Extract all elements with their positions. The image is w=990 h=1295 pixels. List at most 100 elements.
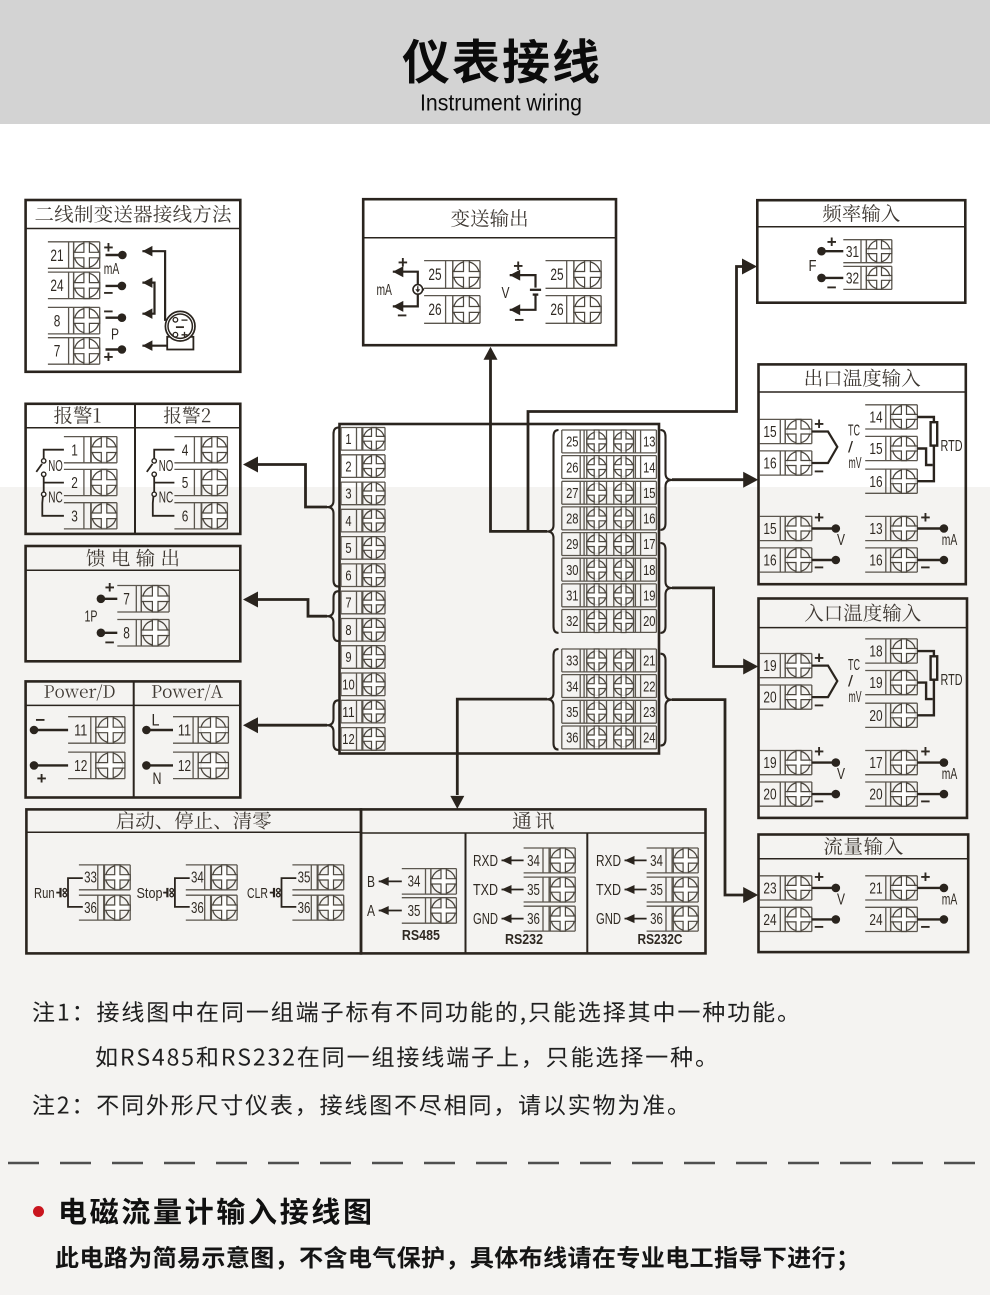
screw-cross xyxy=(784,515,813,542)
wire xyxy=(811,430,839,465)
polarity-minus: − xyxy=(104,302,114,321)
terminal-number: 20 xyxy=(869,787,882,804)
terminal-cell xyxy=(63,468,118,497)
label-ma: mA xyxy=(376,282,392,299)
button-contact xyxy=(275,887,281,893)
screw-cross xyxy=(586,532,608,557)
screw-terminal-icon xyxy=(784,875,813,901)
button-contact xyxy=(62,887,68,893)
terminal-number: 16 xyxy=(869,474,882,491)
polarity-minus: − xyxy=(814,792,824,811)
screw-cross xyxy=(549,876,576,903)
screw-terminal-icon xyxy=(90,436,118,464)
screw-terminal-icon xyxy=(586,480,608,505)
terminal-row: 32 20 xyxy=(561,608,658,634)
wire xyxy=(917,679,936,717)
transmit-output-title-glyphs xyxy=(451,209,527,228)
terminal-cell xyxy=(759,515,813,542)
box-outlet-temperature-input: 出口温度输入 15 16 + − TC / mV 14 15 16 RTD 15… xyxy=(757,363,968,586)
terminal-number: 14 xyxy=(643,460,655,476)
note-2: 注2：不同外形尺寸仪表，接线图不尽相同，请以实物为准。 xyxy=(33,1094,675,1116)
screw-cross xyxy=(890,547,918,573)
terminal-number: 22 xyxy=(643,679,655,695)
polarity-minus: − xyxy=(104,283,114,302)
wire-end-dot xyxy=(831,555,841,565)
arrowhead xyxy=(743,658,759,675)
terminal-number: 35 xyxy=(408,903,421,920)
footer-heading-glyphs xyxy=(61,1197,370,1225)
polarity-plus: + xyxy=(814,414,824,433)
terminal-cell xyxy=(47,241,101,269)
screw-terminal-icon xyxy=(784,652,813,679)
terminal-number: 21 xyxy=(50,247,63,265)
alarm2-title-glyphs xyxy=(163,406,211,424)
screw-terminal-icon xyxy=(362,454,386,478)
screw-terminal-icon xyxy=(784,418,813,445)
screw-terminal-icon xyxy=(362,481,386,506)
arrowhead xyxy=(742,258,757,275)
screw-terminal-icon xyxy=(362,672,386,697)
screw-cross xyxy=(549,905,576,932)
terminal-cell xyxy=(523,905,576,932)
terminal-number: 11 xyxy=(74,723,87,740)
screw-terminal-icon xyxy=(784,906,813,933)
switch-contact xyxy=(151,491,158,498)
screw-terminal-icon xyxy=(672,876,699,903)
box-transmit-output: 变送输出 25 26 + − mA 25 26 + − V xyxy=(361,197,618,347)
terminal-cell xyxy=(865,404,918,430)
screw-terminal-icon xyxy=(890,781,918,807)
screw-terminal-icon xyxy=(613,608,635,634)
polarity-plus: + xyxy=(104,347,114,366)
inlet-temperature-input xyxy=(757,597,969,820)
terminal-number: 10 xyxy=(342,678,354,694)
alarm2-title: 报警2 xyxy=(163,406,211,424)
communication-border xyxy=(359,808,707,955)
footer-body-glyphs xyxy=(55,1245,845,1271)
transmit-output-border xyxy=(361,197,618,347)
notes-section: 注1：接线图中在同一组端子标有不同功能的,只能选择其中一种功能。 如RS485和… xyxy=(33,1001,785,1116)
label-run: Run xyxy=(34,885,55,902)
polarity-minus: − xyxy=(814,462,824,481)
screw-cross xyxy=(890,875,918,901)
terminal-row: 9 xyxy=(340,645,386,669)
terminal-cell xyxy=(865,749,918,776)
screw-cross xyxy=(890,702,918,728)
terminal-number: 12 xyxy=(178,758,191,775)
screw-cross xyxy=(362,563,386,588)
label-slash: / xyxy=(848,674,854,691)
terminal-number: 11 xyxy=(342,705,354,721)
terminal-number: 36 xyxy=(527,911,540,928)
terminal-row: 29 17 xyxy=(561,531,658,557)
screw-cross xyxy=(890,781,918,807)
screw-cross xyxy=(613,455,635,480)
screw-terminal-icon xyxy=(362,563,386,588)
box-power: Power/D Power/A 11 11 12 12 − + L N xyxy=(24,680,242,799)
screw-cross xyxy=(784,418,813,445)
terminal-number: 12 xyxy=(74,758,87,775)
terminal-row: 4 xyxy=(340,508,386,533)
screw-terminal-icon xyxy=(890,669,918,696)
terminal-cell xyxy=(646,847,699,874)
screw-terminal-icon xyxy=(784,450,813,476)
terminal-cell xyxy=(173,716,230,744)
screw-terminal-icon xyxy=(586,725,608,750)
terminal-number: 13 xyxy=(869,521,882,538)
terminal-row: 10 xyxy=(340,672,386,697)
box-run-stop-clear: 启动、停止、清零 Run 33 36 Stop 34 36 CLR 35 36 xyxy=(25,808,363,955)
label-serial-signal: TXD xyxy=(596,882,621,899)
screw-terminal-icon xyxy=(613,506,635,531)
screw-terminal-icon xyxy=(430,868,457,895)
note-1b: 如RS485和RS232在同一组接线端子上，只能选择一种。 xyxy=(96,1046,704,1068)
screw-terminal-icon xyxy=(197,716,229,744)
wire-end-dot xyxy=(939,758,949,767)
label-ma: mA xyxy=(942,891,958,908)
label-nc: NC xyxy=(48,490,63,507)
label-rs232c: RS232C xyxy=(638,931,683,948)
terminal-cell xyxy=(63,435,118,464)
terminal-number: 20 xyxy=(763,690,776,707)
terminal-row: 1 xyxy=(340,426,386,451)
screw-terminal-icon xyxy=(586,532,608,557)
screw-terminal-icon xyxy=(90,468,118,497)
screw-terminal-icon xyxy=(586,583,608,608)
current-source-symbol xyxy=(412,283,424,296)
